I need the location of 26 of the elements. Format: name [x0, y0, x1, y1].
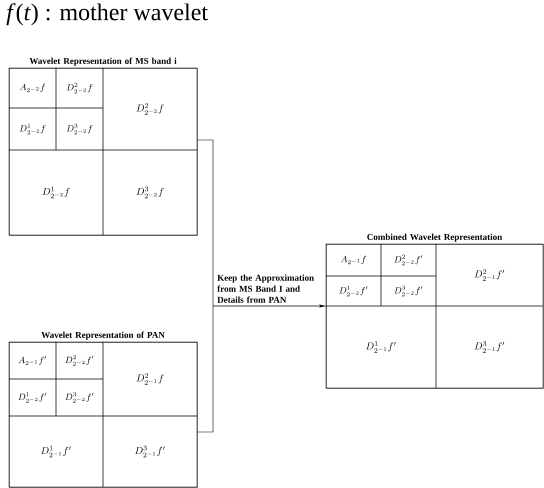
edge-label: Keep the Approximation from MS Band I and Details from PAN: [217, 274, 314, 303]
grid-cell: $D_{2^{-2}}^{1}f$: [8, 150, 104, 236]
grid-cell: $D_{2^{-2}}^{2}f$: [56, 68, 104, 108]
grid-cell: $D_{2^{-2}}^{3}f'$: [56, 378, 104, 416]
grid-cell: $D_{2^{-1}}^{2}f'$: [436, 244, 544, 306]
grid-cell: $D_{2^{-2}}^{1}f'$: [326, 276, 382, 306]
grid-cell: $A_{2^{-1}}f$: [326, 244, 382, 276]
grid-heading: Wavelet Representation of MS band i: [29, 58, 177, 66]
grid-cell: $A_{2^{-2}}f$: [8, 68, 56, 108]
grid-cell: $D_{2^{-2}}^{2}f'$: [380, 244, 436, 276]
grid-cell: $D_{2^{-2}}^{2}f'$: [56, 342, 104, 380]
grid-cell: $D_{2^{-1}}^{3}f'$: [102, 416, 198, 488]
grid-cell: $D_{2^{-1}}^{2}f$: [102, 342, 198, 416]
grid-cell: $D_{2^{-1}}^{1}f'$: [326, 306, 436, 388]
grid-cell: $D_{2^{-2}}^{3}f$: [56, 108, 104, 150]
grid-heading: Combined Wavelet Representation: [367, 234, 502, 242]
grid-cell: $D_{2^{-1}}^{3}f'$: [436, 306, 544, 388]
grid-cell: $D_{2^{-2}}^{2}f$: [102, 68, 198, 150]
grid-cell: $D_{2^{-2}}^{3}f'$: [380, 276, 436, 306]
title: f(t) : mother wavelet: [6, 3, 208, 26]
grid-cell: $D_{2^{-1}}^{1}f'$: [8, 416, 104, 488]
grid-cell: $D_{2^{-2}}^{1}f'$: [8, 378, 56, 416]
grid-cell: $D_{2^{-2}}^{1}f$: [8, 108, 56, 150]
grid-heading: Wavelet Representation of PAN: [41, 332, 165, 340]
grid-cell: $D_{2^{-2}}^{3}f$: [102, 150, 198, 236]
grid-cell: $A_{2^{-1}}f'$: [8, 342, 56, 380]
